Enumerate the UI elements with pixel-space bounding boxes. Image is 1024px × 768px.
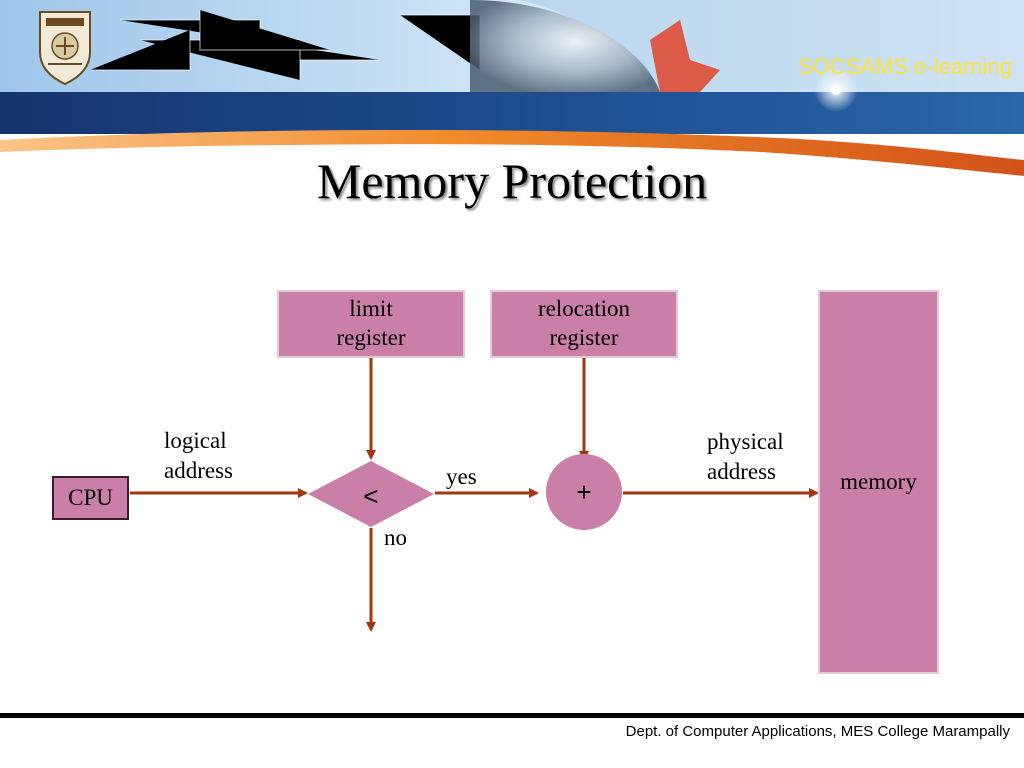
memory-label: memory: [840, 468, 917, 494]
limit-register-box: limit register: [277, 290, 465, 358]
compare-operator: <: [363, 481, 379, 511]
memory-box: memory: [818, 290, 939, 674]
footer-rule: [0, 713, 1024, 718]
college-logo: [39, 11, 91, 86]
cpu-box: CPU: [52, 476, 129, 520]
yes-label: yes: [446, 464, 477, 489]
relocation-register-box: relocation register: [490, 290, 678, 358]
brand-label: SOCSAMS e-learning: [798, 54, 1012, 79]
slide-title: Memory Protection: [316, 153, 708, 209]
limit-register-label: limit register: [336, 296, 406, 350]
compare-diamond: [308, 461, 434, 527]
add-operator: +: [576, 477, 592, 507]
add-circle: [546, 454, 622, 530]
relocation-register-label: relocation register: [538, 296, 630, 350]
logical-address-label: logical address: [164, 428, 233, 483]
footer-credit: Dept. of Computer Applications, MES Coll…: [625, 723, 1010, 740]
no-label: no: [384, 525, 407, 550]
cpu-label: CPU: [68, 484, 113, 510]
physical-address-label: physical address: [707, 429, 784, 484]
